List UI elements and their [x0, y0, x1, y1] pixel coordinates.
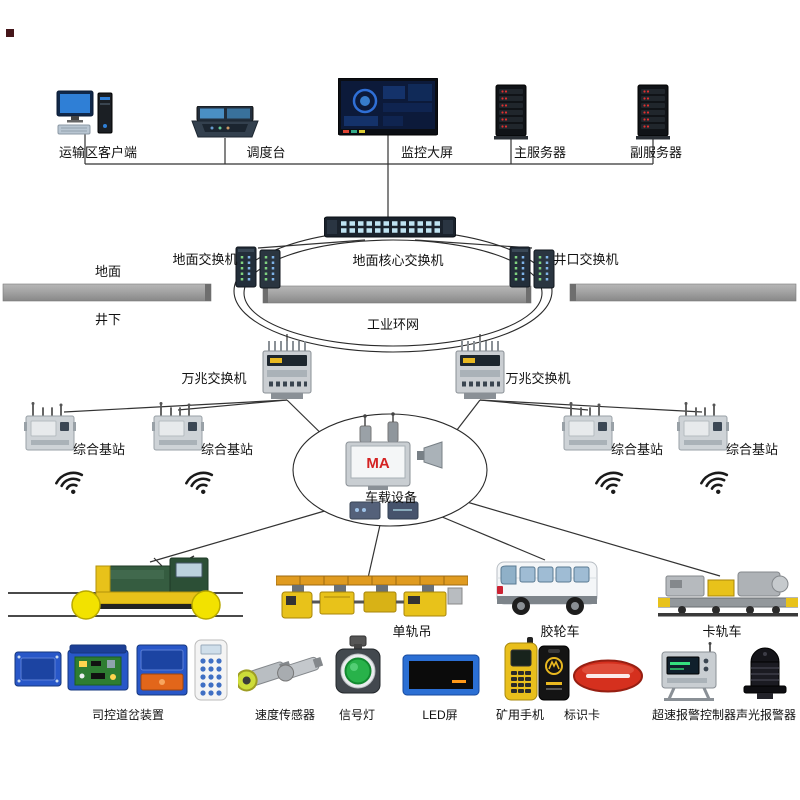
signal-light-icon: [328, 634, 388, 705]
ten-gig-switch-right-icon: [454, 341, 506, 406]
label-rubber-tyred: 胶轮车: [540, 624, 580, 639]
label-base-station: 综合基站: [72, 442, 126, 457]
base-station-icon: [562, 402, 614, 459]
wifi-signal-icon: [51, 464, 93, 505]
backup-server-icon: [636, 84, 670, 145]
label-signal-light: 信号灯: [338, 708, 376, 722]
main-server-icon: [494, 84, 528, 145]
label-monitor-wall: 监控大屏: [400, 145, 454, 160]
base-station-icon: [152, 402, 204, 459]
ten-gig-switch-left-icon: [261, 341, 313, 406]
wifi-signal-icon: [591, 464, 633, 505]
label-wellhead-switch: 井口交换机: [553, 252, 619, 267]
wifi-signal-icon: [181, 464, 223, 505]
label-track-car: 卡轨车: [702, 624, 742, 639]
label-led-screen: LED屏: [422, 708, 458, 722]
label-ten-gig-right: 万兆交换机: [505, 371, 571, 386]
id-card-icon: [538, 644, 570, 707]
control-board-box-icon: [67, 644, 129, 697]
label-core-switch: 地面核心交换机: [352, 253, 444, 268]
label-mining-phone: 矿用手机: [495, 708, 545, 722]
wellhead-switch-icon: [508, 244, 556, 295]
led-screen-icon: [402, 654, 480, 703]
vehicle-equipment-icon: MA: [300, 412, 480, 529]
switch-control-box-icon: [14, 650, 62, 695]
label-monorail-crane: 单轨吊: [392, 624, 432, 639]
overspeed-alarm-controller-icon: [658, 642, 720, 707]
core-switch-icon: [323, 214, 457, 245]
client-computer-icon: [56, 90, 114, 143]
bus-lines: [63, 134, 721, 579]
label-overspeed-controller: 超速报警控制器: [651, 708, 737, 722]
label-vehicle-equipment: 车载设备: [364, 490, 418, 505]
wifi-signal-icon: [696, 464, 738, 505]
label-ground: 地面: [94, 264, 122, 279]
ground-level-bars: [2, 283, 797, 304]
label-backup-server: 副服务器: [629, 145, 683, 160]
label-base-station: 综合基站: [200, 442, 254, 457]
label-underground: 井下: [94, 312, 122, 327]
dispatch-console-icon: [190, 105, 260, 145]
switch-drive-box-icon: [136, 644, 188, 701]
corner-mark: [6, 29, 14, 37]
remote-control-icon: [194, 639, 228, 706]
label-ground-switch: 地面交换机: [172, 252, 238, 267]
label-base-station: 综合基站: [610, 442, 664, 457]
label-base-station: 综合基站: [725, 442, 779, 457]
label-console: 调度台: [246, 145, 286, 160]
ground-switch-icon: [234, 244, 282, 295]
label-switch-control: 司控道岔装置: [91, 708, 165, 722]
track-car-icon: [657, 566, 799, 627]
monorail-crane-icon: [275, 566, 469, 631]
locomotive-icon: [58, 554, 244, 627]
label-sound-light-alarm: 声光报警器: [735, 708, 797, 722]
mining-phone-icon: [503, 637, 539, 706]
label-main-server: 主服务器: [513, 145, 567, 160]
monitor-wall-icon: [337, 77, 439, 143]
label-speed-sensor: 速度传感器: [254, 708, 316, 722]
label-ten-gig-left: 万兆交换机: [181, 371, 247, 386]
label-id-card: 标识卡: [563, 708, 601, 722]
label-ring-network: 工业环网: [366, 317, 420, 332]
speed-sensor-icon: [235, 644, 324, 705]
id-tag-icon: [572, 658, 644, 699]
ma-logo-text: MA: [366, 455, 389, 472]
rubber-tyred-vehicle-icon: [494, 556, 600, 625]
sound-light-alarm-icon: [737, 642, 793, 707]
base-station-icon: [24, 402, 76, 459]
base-station-icon: [677, 402, 729, 459]
label-client: 运输区客户端: [58, 145, 138, 160]
